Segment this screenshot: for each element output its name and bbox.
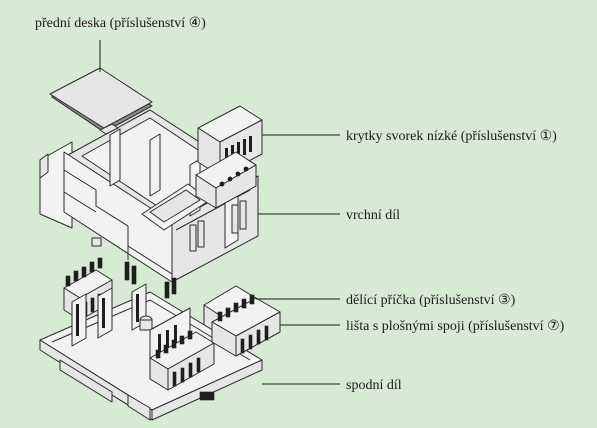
label-lower-part: spodní díl bbox=[346, 378, 402, 393]
label-divider: dělící příčka (příslušenství ③) bbox=[346, 293, 516, 308]
pcb-strip bbox=[211, 294, 281, 357]
label-upper-part: vrchní díl bbox=[346, 208, 400, 223]
terminal-covers bbox=[195, 105, 263, 209]
lower-part bbox=[39, 283, 263, 421]
label-pcb-strip: lišta s plošnými spoji (příslušenství ⑦) bbox=[346, 319, 565, 334]
front-plate bbox=[49, 67, 153, 133]
label-terminal-covers: krytky svorek nízké (příslušenství ①) bbox=[346, 129, 557, 144]
label-front-plate: přední deska (příslušenství ④) bbox=[35, 16, 206, 31]
